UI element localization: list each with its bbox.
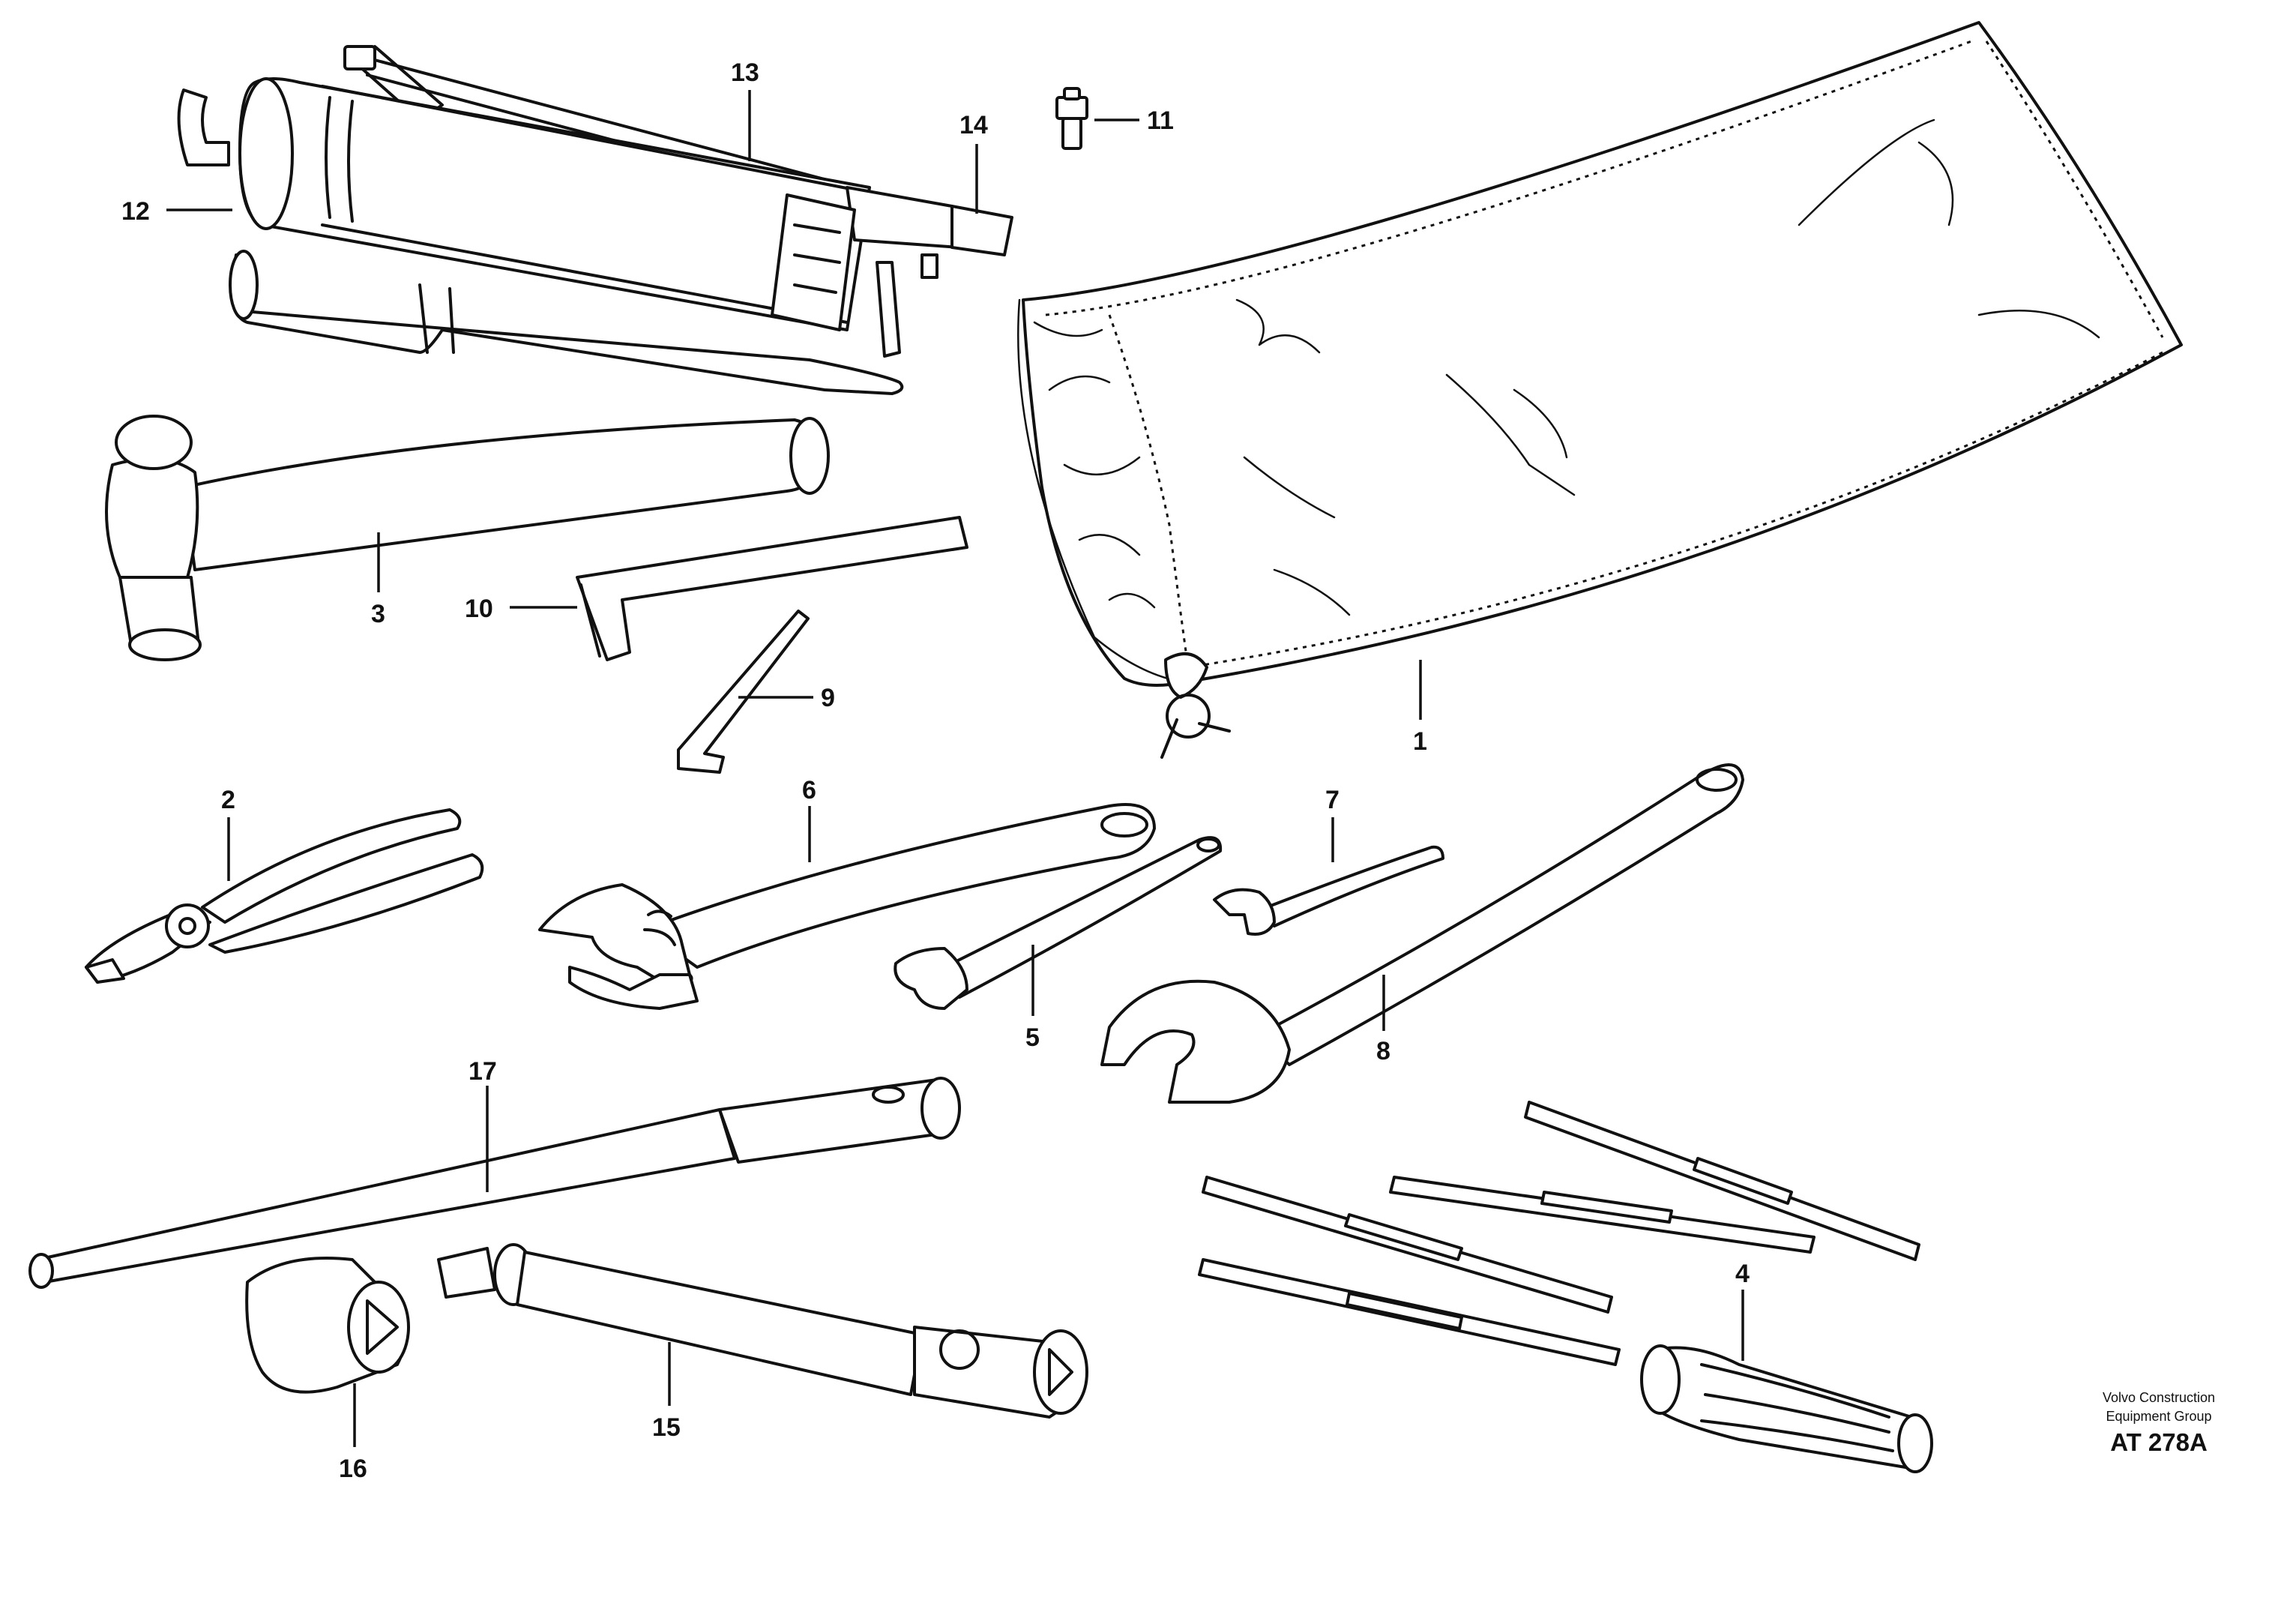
open-end-wrench-small: [1213, 845, 1444, 936]
callout-6: 6: [802, 776, 816, 805]
credit-line-2: Equipment Group: [2106, 1409, 2211, 1424]
hex-key-large: [576, 516, 968, 661]
pliers: [85, 808, 484, 984]
extension-bar: [28, 1077, 961, 1289]
callout-5: 5: [1025, 1023, 1040, 1052]
callout-2: 2: [221, 786, 235, 814]
callout-16: 16: [339, 1455, 367, 1483]
callout-7: 7: [1325, 786, 1340, 814]
callout-11: 11: [1147, 106, 1174, 135]
callout-14: 14: [959, 111, 988, 139]
callout-3: 3: [371, 600, 385, 628]
callout-9: 9: [821, 684, 835, 712]
hammer: [105, 415, 830, 661]
hex-key-small: [677, 610, 810, 774]
adjustable-wrench-small: [894, 836, 1223, 1010]
callout-17: 17: [468, 1057, 497, 1086]
open-end-wrench-large: [1100, 763, 1744, 1104]
callout-4: 4: [1735, 1260, 1750, 1288]
callout-1: 1: [1413, 727, 1427, 756]
callout-12: 12: [121, 197, 150, 226]
tool-bag: [1017, 21, 2183, 759]
callout-13: 13: [731, 58, 759, 87]
grease-gun: [177, 45, 1013, 395]
socket: [245, 1257, 410, 1394]
grease-nipple: [1055, 87, 1088, 150]
screwdriver-bits: [1198, 1101, 1920, 1366]
screwdriver-handle: [1640, 1344, 1933, 1473]
adjustable-wrench-large: [538, 803, 1156, 1010]
credit-line-1: Volvo Construction: [2103, 1390, 2215, 1405]
callout-10: 10: [465, 595, 493, 623]
callout-15: 15: [652, 1413, 681, 1442]
drawing-code: AT 278A: [2110, 1428, 2208, 1456]
callout-8: 8: [1376, 1037, 1390, 1065]
socket-handle: [437, 1243, 1088, 1419]
